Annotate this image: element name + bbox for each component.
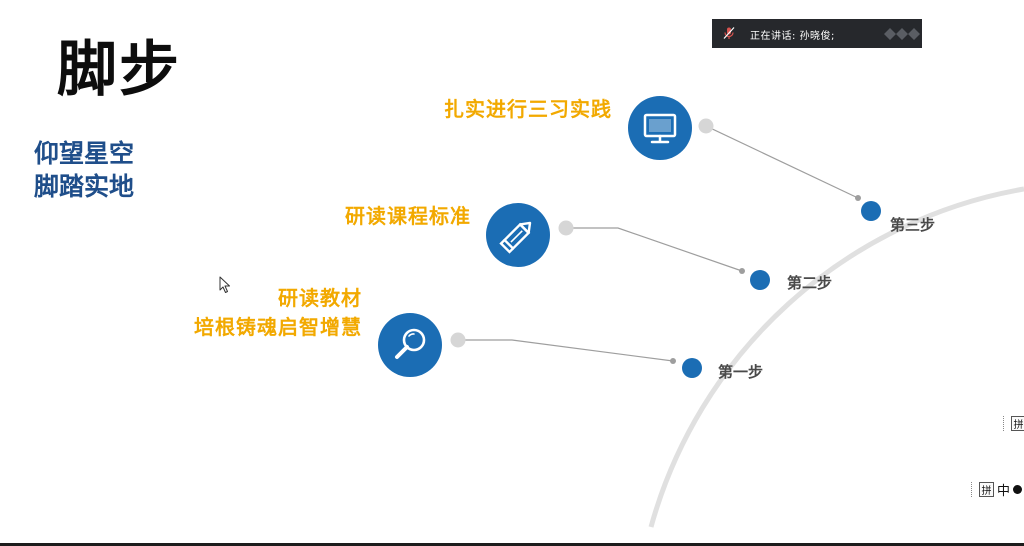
connector-end-dot-1	[670, 358, 676, 364]
ime-separator	[971, 482, 973, 497]
connector-start-dot-1	[450, 332, 466, 348]
step-dot-1	[682, 358, 702, 378]
ime-mode-label[interactable]: 中	[997, 484, 1011, 499]
mouse-cursor-icon	[219, 276, 230, 293]
connector-start-dot-3	[698, 118, 714, 134]
voice-wave-icon	[884, 28, 920, 40]
item-label-1-line-2: 培根铸魂启智增慧	[194, 315, 362, 339]
ime-pinyin-icon[interactable]: 拼	[1011, 416, 1024, 431]
item-label-3: 扎实进行三习实践	[444, 95, 612, 124]
slide-subtitle: 仰望星空 脚踏实地	[34, 137, 134, 203]
muted-mic-icon	[723, 27, 735, 39]
ime-indicator-bottom[interactable]: 拼 中	[971, 480, 1023, 499]
connector-start-dot-2	[558, 220, 574, 236]
pencil-icon	[486, 203, 550, 267]
connector-end-dot-3	[855, 195, 861, 201]
ime-indicator-top[interactable]: 拼	[1003, 416, 1024, 431]
item-label-2: 研读课程标准	[345, 202, 471, 231]
connector-step-2	[566, 227, 743, 272]
ime-punctuation-dot-icon[interactable]	[1013, 485, 1023, 494]
step-dot-3	[861, 201, 881, 221]
step-label-2: 第二步	[787, 274, 833, 292]
magnifier-icon	[378, 313, 442, 377]
connector-step-3	[705, 125, 859, 199]
step-label-3: 第三步	[890, 216, 936, 234]
item-label-1-line-1: 研读教材	[278, 286, 362, 310]
step-label-1: 第一步	[718, 363, 764, 381]
speaker-indicator-bar[interactable]: 正在讲话: 孙晓俊;	[712, 19, 922, 48]
slide-title: 脚步	[57, 35, 181, 105]
item-label-2-line-1: 研读课程标准	[345, 204, 471, 228]
subtitle-line-1: 仰望星空	[34, 139, 135, 168]
bottom-border	[0, 543, 1024, 546]
item-label-3-line-1: 扎实进行三习实践	[444, 97, 612, 121]
connector-step-1	[458, 339, 674, 362]
ime-separator	[1003, 416, 1005, 431]
speaker-text: 正在讲话: 孙晓俊;	[750, 31, 835, 42]
ime-pinyin-icon[interactable]: 拼	[979, 482, 994, 497]
step-dot-2	[750, 270, 770, 290]
steps-arc	[648, 186, 1024, 528]
monitor-icon	[628, 96, 692, 160]
subtitle-line-2: 脚踏实地	[34, 172, 135, 201]
connector-end-dot-2	[739, 268, 745, 274]
item-label-1: 研读教材 培根铸魂启智增慧	[194, 284, 362, 342]
